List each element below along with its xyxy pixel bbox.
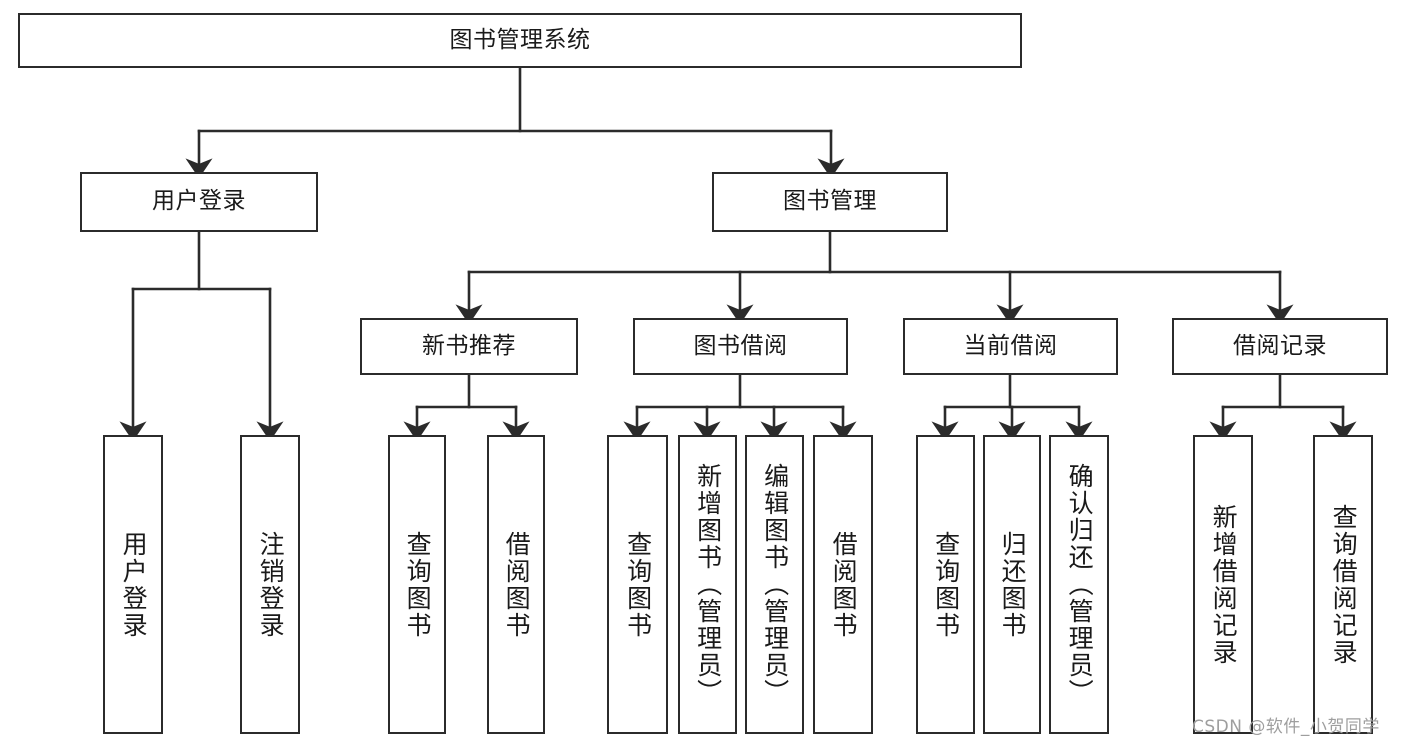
- node-leaf-borrow-book-2-label: 借阅图书: [829, 530, 859, 639]
- node-current-borrow-label: 当前借阅: [963, 332, 1058, 359]
- node-leaf-edit-book[interactable]: 编辑图书（管理员）: [745, 435, 804, 734]
- node-leaf-add-record-label: 新增借阅记录: [1209, 503, 1239, 666]
- node-leaf-borrow-book-1[interactable]: 借阅图书: [487, 435, 545, 734]
- node-leaf-borrow-book-2[interactable]: 借阅图书: [813, 435, 873, 734]
- node-leaf-query-record[interactable]: 查询借阅记录: [1313, 435, 1373, 734]
- node-leaf-query-book-3-label: 查询图书: [931, 530, 961, 639]
- node-book-manage-label: 图书管理: [783, 188, 877, 215]
- node-borrow-record[interactable]: 借阅记录: [1172, 318, 1388, 375]
- node-leaf-add-book[interactable]: 新增图书（管理员）: [678, 435, 737, 734]
- node-leaf-user-logout-label: 注销登录: [256, 530, 286, 639]
- node-leaf-borrow-book-1-label: 借阅图书: [502, 530, 532, 639]
- node-root[interactable]: 图书管理系统: [18, 13, 1022, 68]
- watermark: CSDN @软件_小贺同学: [1192, 717, 1380, 737]
- node-leaf-query-book-2-label: 查询图书: [623, 530, 653, 639]
- node-leaf-add-record[interactable]: 新增借阅记录: [1193, 435, 1253, 734]
- node-user-login[interactable]: 用户登录: [80, 172, 318, 232]
- node-leaf-user-logout[interactable]: 注销登录: [240, 435, 300, 734]
- node-leaf-return-book-label: 归还图书: [998, 530, 1028, 639]
- node-book-manage[interactable]: 图书管理: [712, 172, 948, 232]
- node-leaf-query-book-1-label: 查询图书: [403, 530, 433, 639]
- node-leaf-confirm-return[interactable]: 确认归还（管理员）: [1049, 435, 1109, 734]
- node-leaf-query-book-1[interactable]: 查询图书: [388, 435, 446, 734]
- node-new-book-recommend[interactable]: 新书推荐: [360, 318, 578, 375]
- node-leaf-user-login[interactable]: 用户登录: [103, 435, 163, 734]
- node-root-label: 图书管理系统: [449, 26, 591, 53]
- node-current-borrow[interactable]: 当前借阅: [903, 318, 1118, 375]
- node-leaf-query-book-2[interactable]: 查询图书: [607, 435, 668, 734]
- node-leaf-return-book[interactable]: 归还图书: [983, 435, 1041, 734]
- node-book-borrow[interactable]: 图书借阅: [633, 318, 848, 375]
- node-leaf-add-book-label: 新增图书（管理员）: [693, 463, 723, 706]
- node-user-login-label: 用户登录: [152, 188, 246, 215]
- node-leaf-confirm-return-label: 确认归还（管理员）: [1065, 463, 1095, 706]
- node-leaf-edit-book-label: 编辑图书（管理员）: [760, 463, 790, 706]
- node-new-book-recommend-label: 新书推荐: [422, 332, 516, 359]
- node-book-borrow-label: 图书借阅: [693, 332, 788, 359]
- node-borrow-record-label: 借阅记录: [1233, 332, 1327, 359]
- node-leaf-query-record-label: 查询借阅记录: [1329, 503, 1359, 666]
- node-leaf-query-book-3[interactable]: 查询图书: [916, 435, 975, 734]
- node-leaf-user-login-label: 用户登录: [119, 530, 149, 639]
